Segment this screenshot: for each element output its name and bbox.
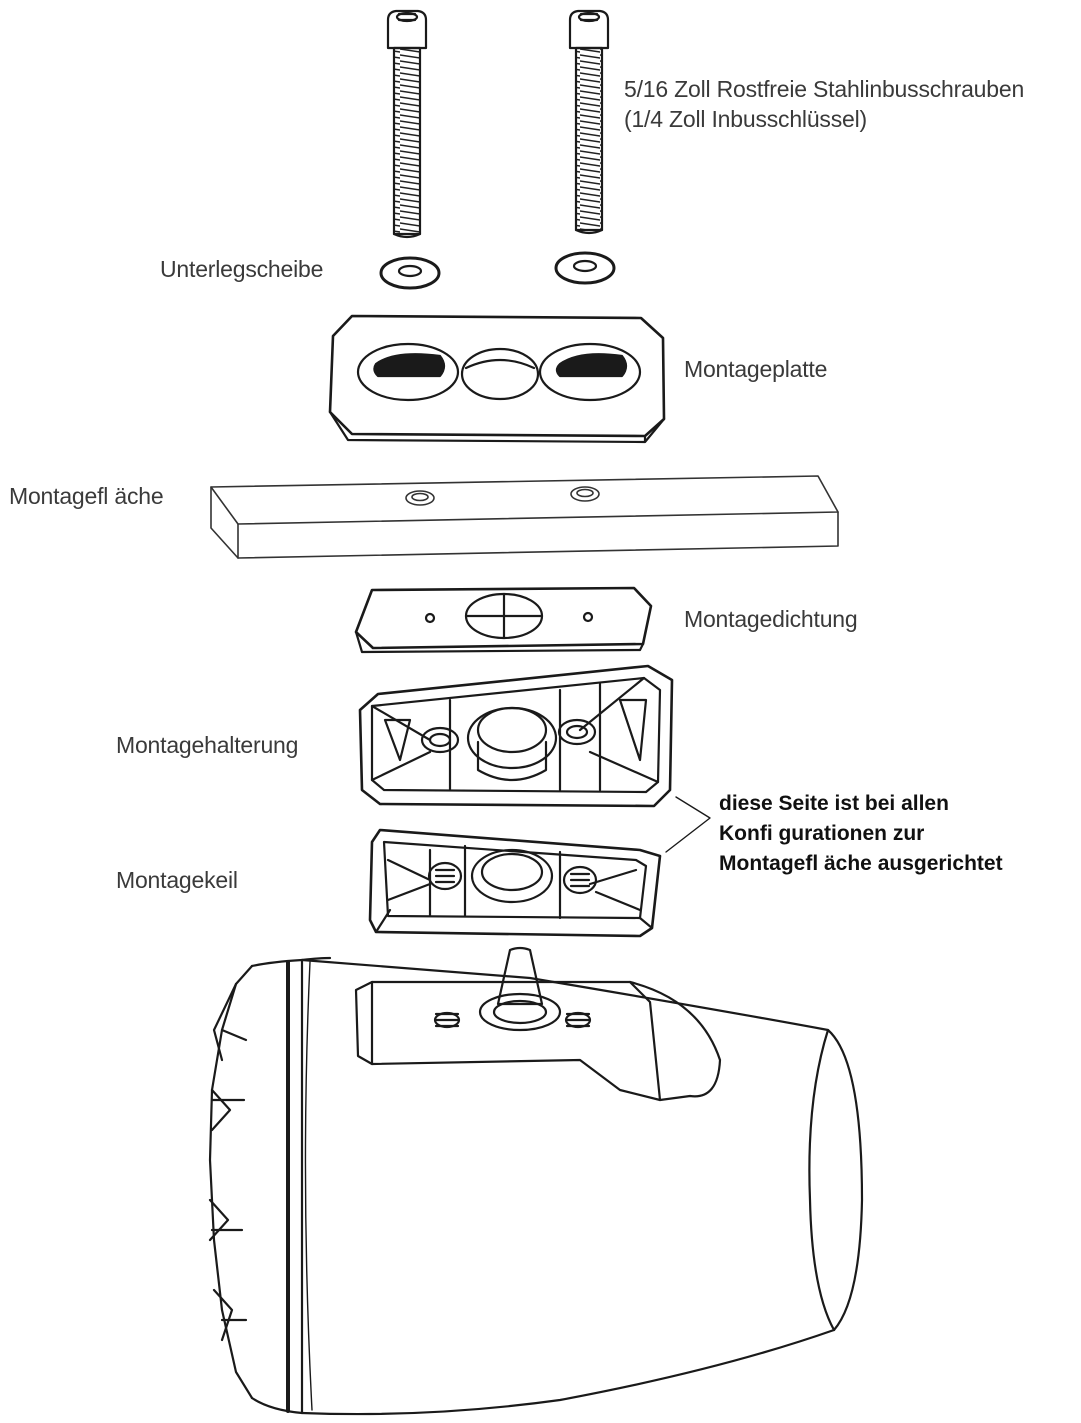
stud-left	[433, 1011, 461, 1029]
label-mounting-gasket: Montagedichtung	[684, 606, 858, 632]
label-washer: Unterlegscheibe	[160, 256, 324, 282]
stud-right	[564, 1011, 592, 1029]
label-bolts: 5/16 Zoll Rostfreie Stahlinbusschrauben …	[624, 75, 1024, 135]
alignment-note-line1: diese Seite ist bei allen	[719, 792, 949, 815]
hex-bolt-left	[386, 9, 428, 239]
label-bolts-line2: (1/4 Zoll Inbusschlüssel)	[624, 105, 867, 132]
note-connector-line	[665, 796, 711, 853]
washer-right	[554, 251, 616, 285]
mounting-surface-board	[210, 475, 839, 559]
mounting-gasket	[354, 586, 653, 654]
mounting-wedge	[368, 828, 662, 938]
mounting-plate	[328, 314, 666, 444]
alignment-note-line2: Konfi gurationen zur	[719, 822, 925, 845]
hex-bolt-right	[568, 9, 610, 235]
label-mounting-plate: Montageplatte	[684, 356, 828, 382]
alignment-note-line3: Montagefl äche ausgerichtet	[719, 852, 1003, 875]
washer-left	[379, 256, 441, 290]
label-mounting-bracket: Montagehalterung	[116, 732, 299, 758]
speaker-enclosure	[208, 946, 864, 1416]
label-mounting-wedge: Montagekeil	[116, 867, 238, 893]
label-mounting-surface: Montagefl äche	[9, 483, 164, 509]
label-bolts-line1: 5/16 Zoll Rostfreie Stahlinbusschrauben	[624, 76, 1025, 102]
alignment-note: diese Seite ist bei allen Konfi guration…	[719, 789, 1003, 879]
mounting-bracket	[358, 664, 674, 808]
